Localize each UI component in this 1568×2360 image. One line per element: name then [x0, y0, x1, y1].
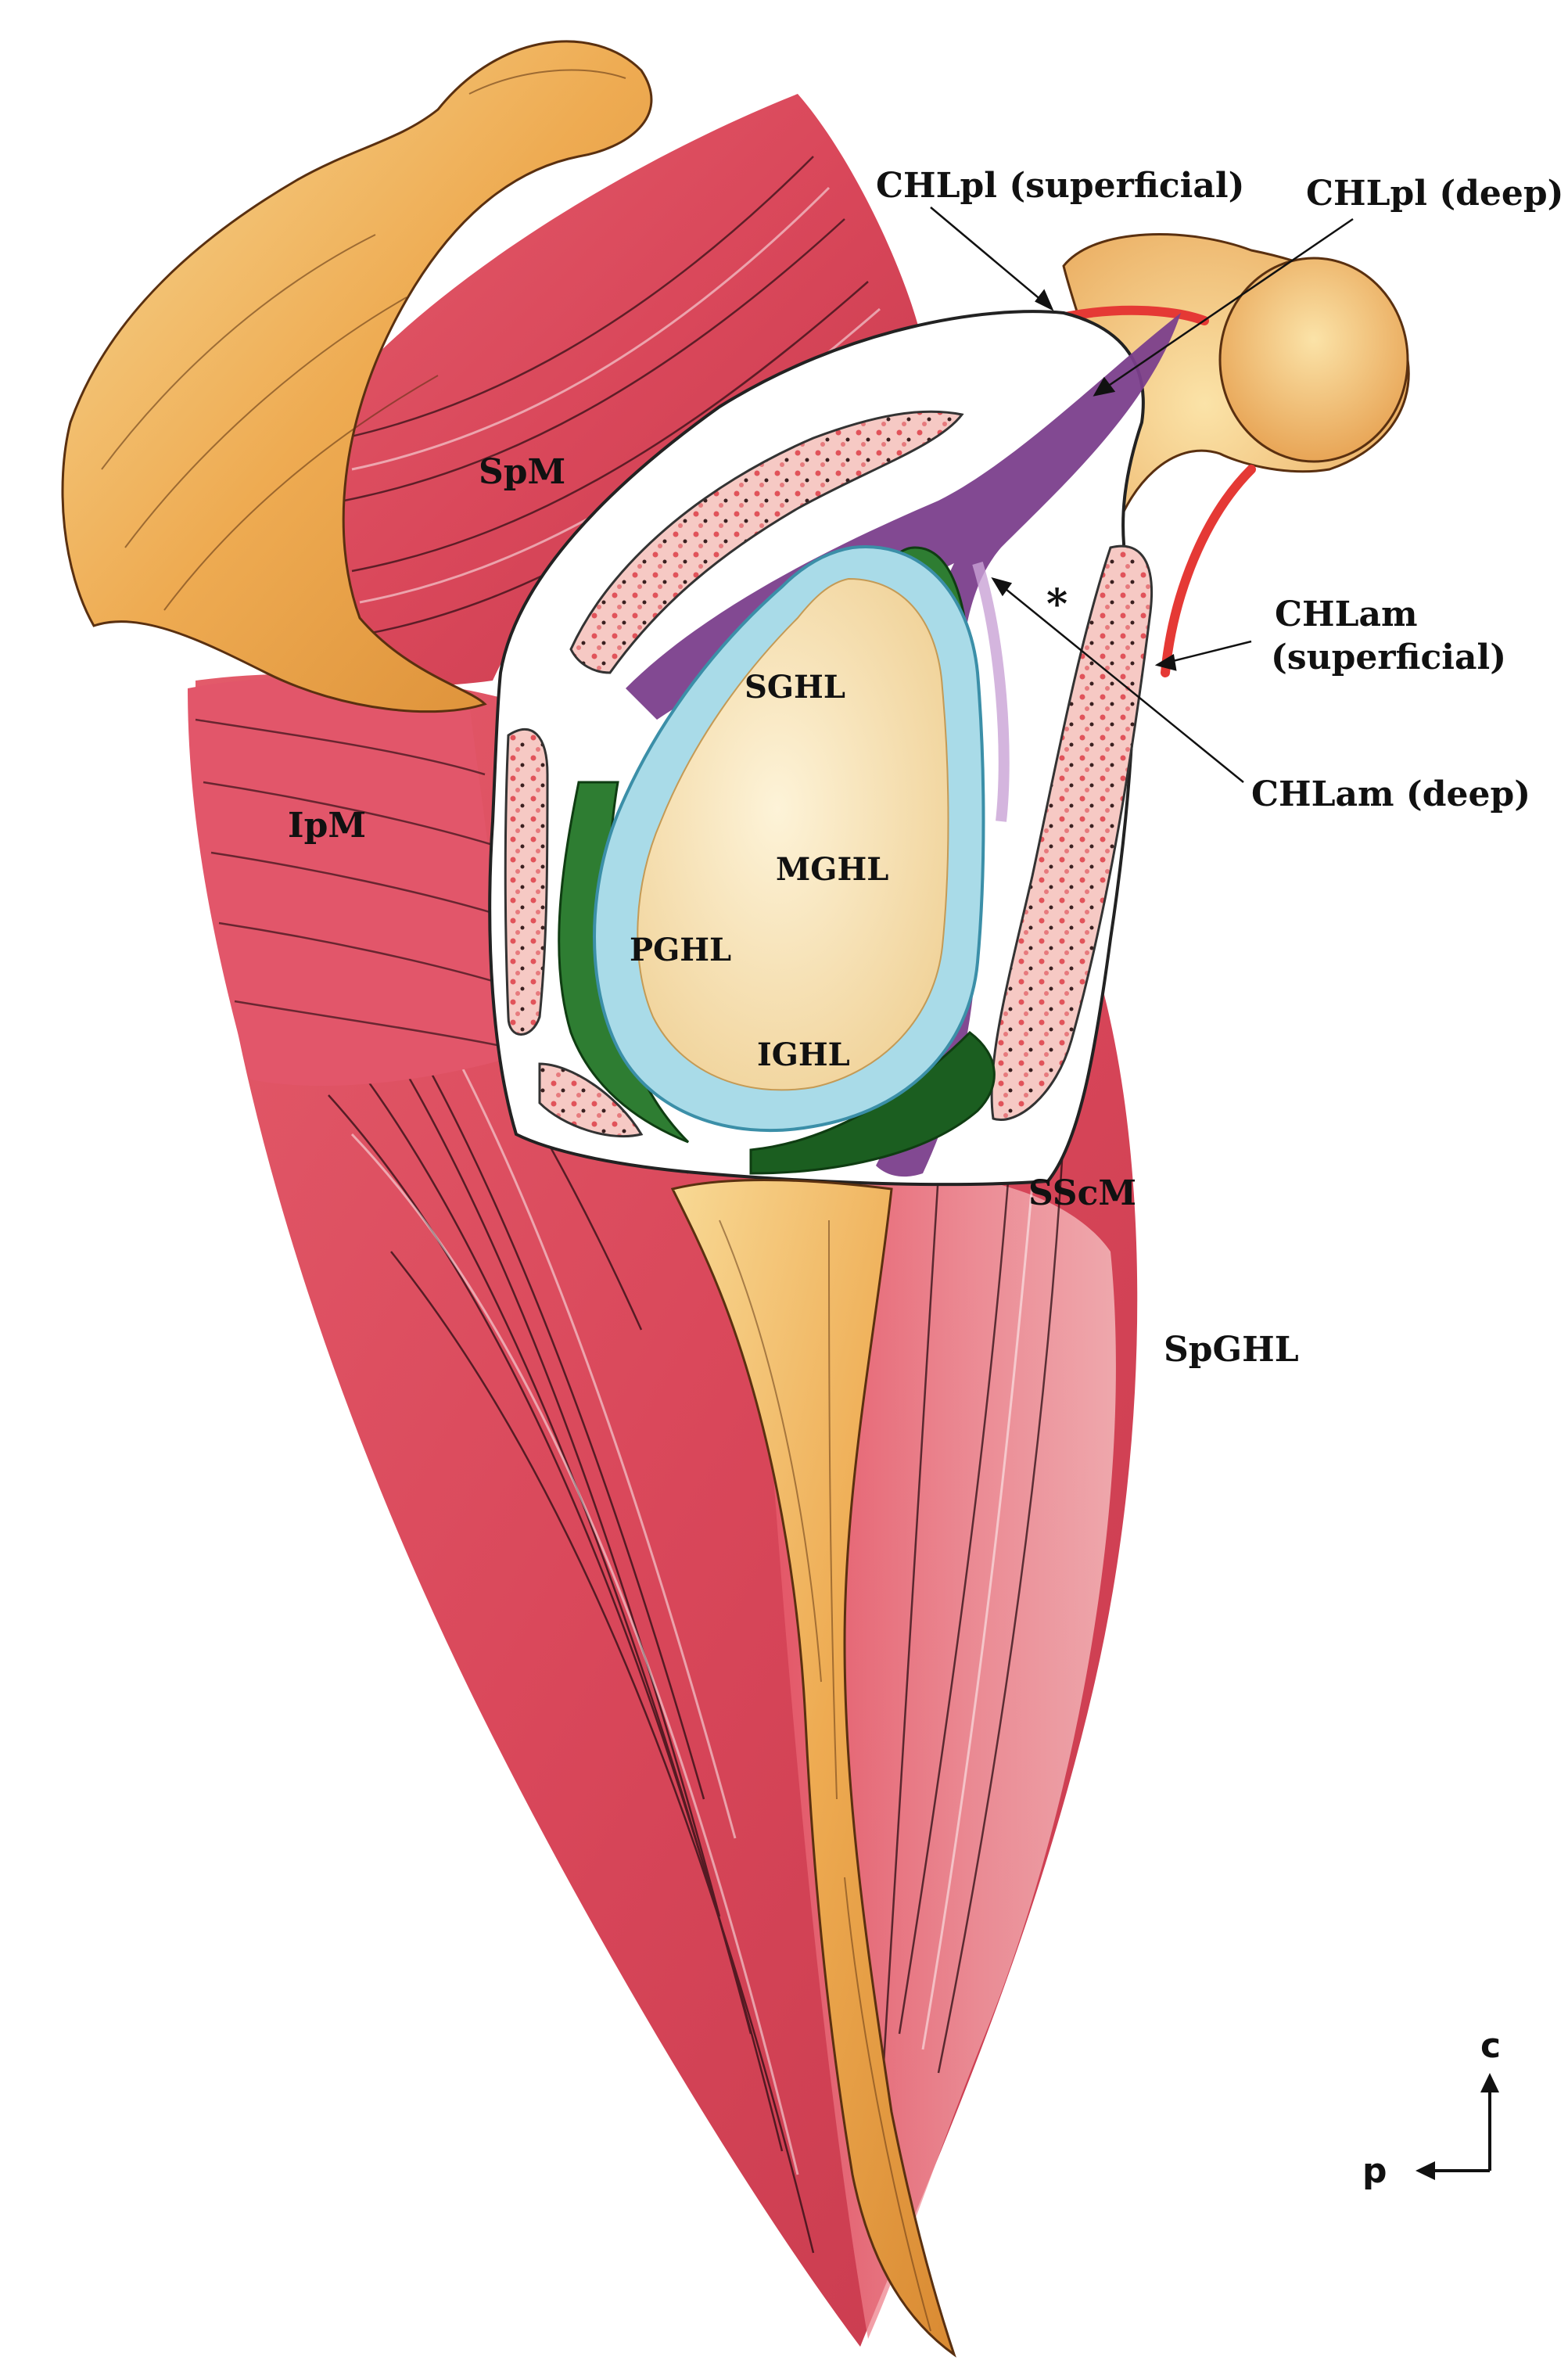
- label-ighl: IGHL: [757, 1036, 850, 1073]
- orientation-indicator: [1416, 2073, 1499, 2180]
- label-mghl: MGHL: [776, 851, 888, 888]
- scapula-inferior-bone: [670, 1178, 956, 2358]
- glenoid-surface: [637, 577, 949, 1091]
- acromion-bone: [61, 40, 653, 713]
- label-chlam-deep: CHLam (deep): [1251, 774, 1530, 814]
- leader-chlam-deep: [992, 578, 1244, 783]
- label-spm: SpM: [479, 452, 565, 492]
- bone-section-superior: [569, 410, 964, 674]
- label-sghl: SGHL: [745, 669, 845, 706]
- arrowhead-chlpl-superficial: [1035, 289, 1054, 311]
- label-chlpl-deep: CHLpl (deep): [1306, 174, 1563, 214]
- label-chlam-superficial-sub: (superficial): [1271, 638, 1506, 677]
- posterior-arrowhead: [1416, 2161, 1435, 2180]
- infraspinatus-muscle: [188, 677, 516, 1087]
- label-asterisk: *: [1046, 580, 1067, 628]
- label-spghl: SpGHL: [1164, 1330, 1299, 1370]
- arrowhead-chlpl-deep: [1093, 376, 1116, 397]
- label-cranial: c: [1480, 2026, 1501, 2066]
- cranial-arrowhead: [1480, 2073, 1499, 2092]
- leader-chlpl-deep: [1094, 217, 1354, 397]
- leader-chlpl-superficial: [930, 207, 1053, 310]
- bone-section-posterior: [504, 727, 644, 1138]
- label-posterior: p: [1362, 2151, 1387, 2191]
- bone-section-anterior: [990, 544, 1154, 1121]
- arrowhead-chlam-deep: [991, 577, 1013, 597]
- label-chlam: CHLam: [1275, 594, 1418, 634]
- coracohumeral-ligament-deep: [626, 313, 1181, 1177]
- label-ipm: IpM: [288, 806, 366, 846]
- arrowhead-chlam-superficial: [1154, 653, 1177, 671]
- label-chlpl-superficial: CHLpl (superficial): [876, 166, 1244, 206]
- leader-lines: [930, 207, 1354, 783]
- label-sscm: SScM: [1028, 1173, 1136, 1213]
- label-pghl: PGHL: [630, 932, 731, 968]
